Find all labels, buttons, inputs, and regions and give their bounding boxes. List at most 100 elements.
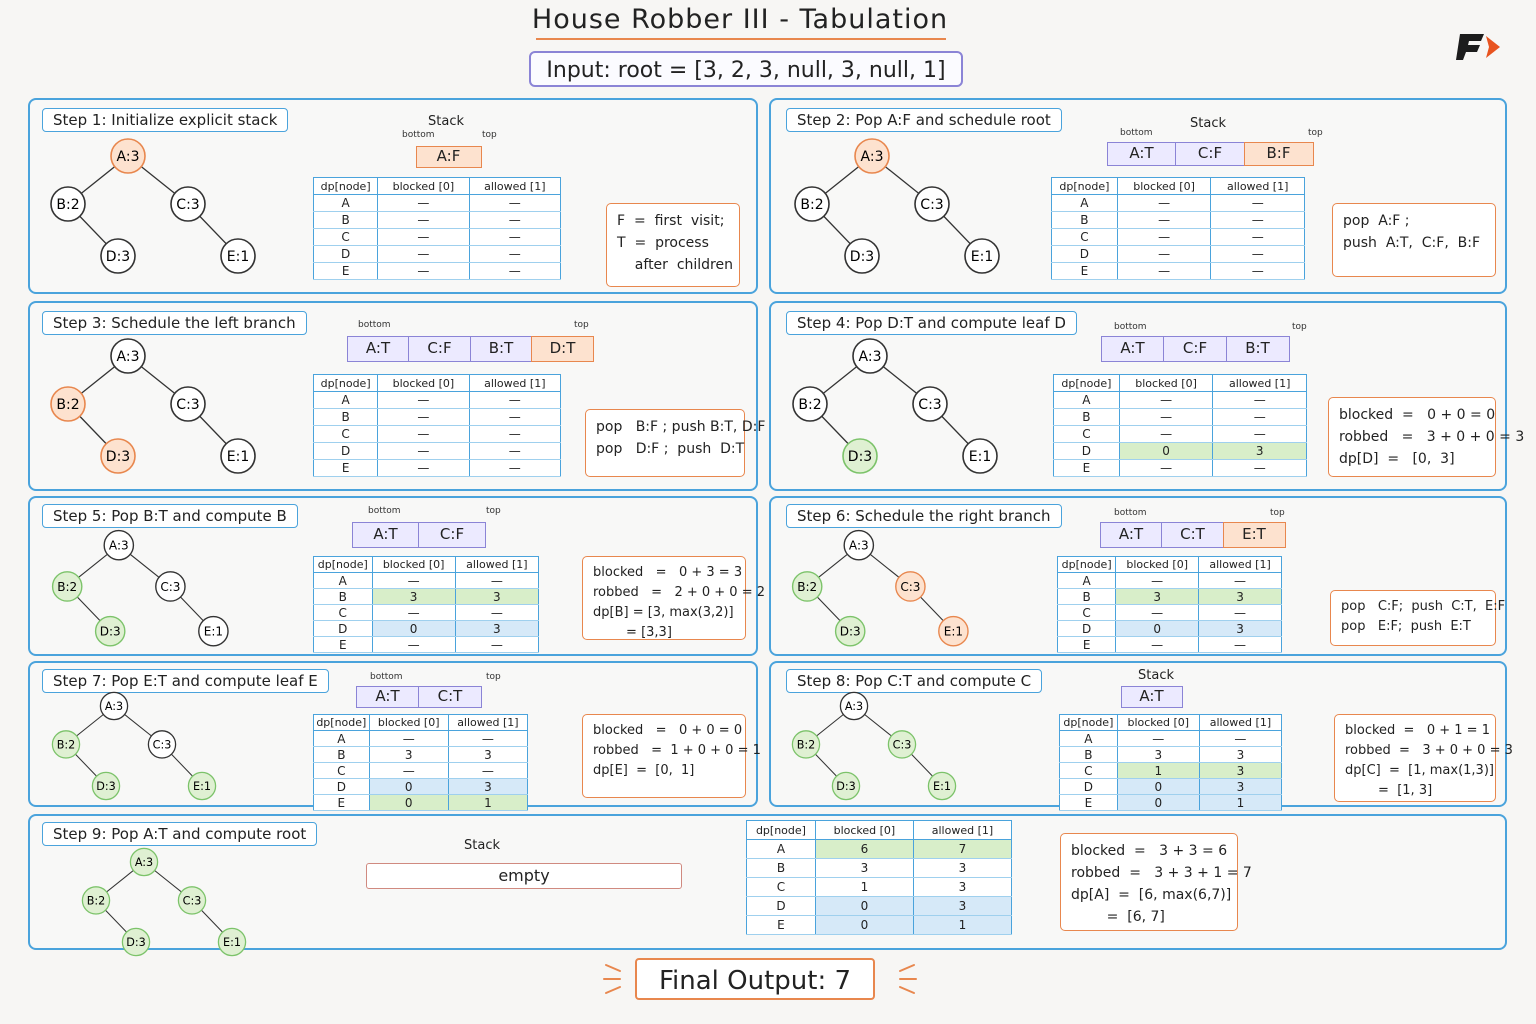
input-box: Input: root = [3, 2, 3, null, 3, null, 1…: [529, 51, 963, 87]
row-label: A: [746, 839, 816, 859]
table-header: dp[node]: [313, 556, 373, 573]
table-cell: —: [377, 408, 470, 426]
row-label: D: [1051, 245, 1118, 263]
row-label: A: [1053, 391, 1120, 409]
row-label: B: [312, 408, 379, 426]
table-cell: —: [454, 636, 540, 653]
table-cell: —: [1118, 391, 1214, 409]
table-cell: —: [1116, 211, 1212, 229]
table-row: A——: [1056, 572, 1282, 589]
stack-top-label: top: [1292, 322, 1307, 332]
tree-node: [99, 691, 129, 721]
table-cell: —: [1198, 604, 1282, 621]
tree-node-label: A:3: [861, 149, 884, 165]
table-row: A——: [312, 194, 562, 212]
table-cell: —: [468, 391, 562, 409]
row-label: A: [312, 391, 379, 409]
table-row: C——: [313, 762, 529, 779]
table-row: C——: [1056, 604, 1282, 621]
stack-bottom-label: bottom: [358, 320, 391, 330]
table-cell: —: [468, 211, 562, 229]
table-cell: —: [1198, 730, 1283, 747]
table-row: A——: [1053, 391, 1307, 409]
tree-node: [51, 571, 83, 602]
dp-table: dp[node]blocked [0]allowed [1]A——B——C——D…: [312, 177, 562, 280]
table-cell: 1: [1198, 794, 1283, 811]
tree-node-label: C:3: [183, 894, 202, 907]
table-cell: —: [1115, 604, 1200, 621]
table-row: A——: [313, 572, 540, 589]
table-cell: —: [468, 442, 562, 460]
table-header: blocked [0]: [814, 820, 914, 840]
step-title: Step 7: Pop E:T and compute leaf E: [42, 669, 329, 693]
table-cell: 0: [1118, 442, 1214, 460]
row-label: E: [1056, 636, 1117, 653]
explanation-note: blocked = 0 + 3 = 3 robbed = 2 + 0 + 0 =…: [582, 556, 765, 640]
row-label: B: [1053, 408, 1120, 426]
table-row: E——: [313, 636, 540, 653]
stack-cell: A:T: [1120, 686, 1183, 708]
tree-node-label: D:3: [848, 449, 872, 465]
tree-node: [177, 886, 207, 915]
stack: A:F: [415, 146, 482, 168]
stack-bottom-label: bottom: [1114, 508, 1147, 518]
row-label: E: [746, 915, 816, 935]
stack-label: Stack: [1190, 116, 1226, 131]
tree-node: [187, 771, 217, 801]
tree-node-label: B:2: [797, 580, 817, 594]
table-cell: 0: [368, 794, 449, 811]
tree-node: [962, 438, 998, 474]
table-row: C——: [312, 425, 562, 443]
table-cell: 3: [454, 588, 540, 605]
tree-node-label: B:2: [797, 738, 816, 751]
stack-cell: A:T: [355, 686, 420, 708]
table-cell: —: [1116, 245, 1212, 263]
table-cell: —: [1212, 391, 1307, 409]
tree-node-label: A:3: [109, 539, 129, 553]
table-row: D——: [1051, 245, 1305, 263]
stack-top-label: top: [486, 506, 501, 516]
table-cell: —: [1116, 262, 1212, 280]
stack-bottom-label: bottom: [1120, 128, 1153, 138]
row-label: D: [313, 620, 373, 637]
tree-node: [220, 238, 256, 274]
table-header: blocked [0]: [368, 714, 449, 731]
table-cell: 0: [1115, 620, 1200, 637]
stack-label: Stack: [1138, 668, 1174, 683]
tree-node: [844, 238, 880, 274]
step-title: Step 1: Initialize explicit stack: [42, 108, 289, 132]
row-label: A: [1059, 730, 1118, 747]
step-title: Step 4: Pop D:T and compute leaf D: [786, 311, 1077, 335]
stack: A:T: [1120, 686, 1183, 708]
tree-node: [938, 615, 969, 647]
table-row: A——: [312, 391, 562, 409]
table-cell: —: [371, 572, 456, 589]
tree-node-label: E:1: [969, 449, 991, 465]
table-cell: —: [454, 572, 540, 589]
table-header: allowed [1]: [1210, 177, 1305, 195]
tree-node-label: A:3: [135, 856, 153, 869]
dp-table: dp[node]blocked [0]allowed [1]A——B——C——D…: [312, 374, 562, 477]
tree-node-label: B:2: [57, 738, 76, 751]
stack-cell: A:T: [1099, 522, 1163, 548]
table-cell: —: [1118, 425, 1214, 443]
tree-node: [217, 927, 247, 957]
tree-node-label: D:3: [126, 936, 146, 949]
tree-node-label: E:1: [193, 780, 211, 793]
table-cell: 3: [912, 858, 1013, 878]
table-cell: 3: [912, 877, 1013, 897]
tree-node: [927, 771, 957, 801]
final-output: Final Output: 7: [635, 958, 875, 1000]
